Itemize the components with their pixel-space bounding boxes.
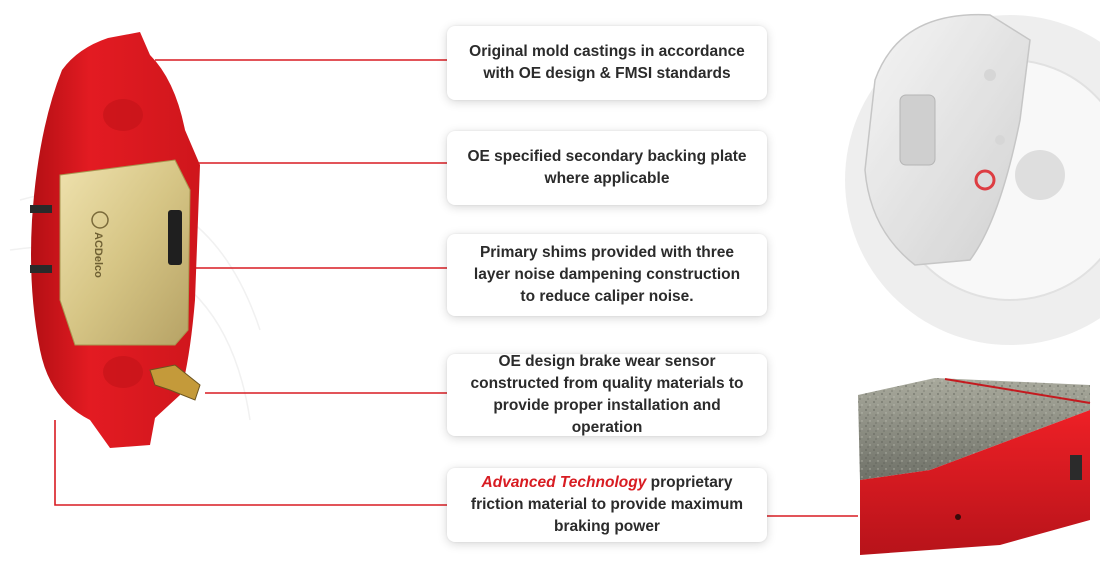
- feature-text: Original mold castings in accordance wit…: [469, 43, 745, 82]
- feature-text: Primary shims provided with three layer …: [473, 244, 741, 305]
- feature-text: Advanced Technology proprietary friction…: [470, 474, 744, 535]
- feature-card-backing-plate: OE specified secondary backing plate whe…: [447, 131, 767, 205]
- feature-text: OE design brake wear sensor constructed …: [470, 353, 744, 436]
- feature-card-primary-shims: Primary shims provided with three layer …: [447, 234, 767, 316]
- feature-card-friction-material: Advanced Technology proprietary friction…: [447, 468, 767, 542]
- caliper-image: [845, 13, 1100, 345]
- friction-block-image: [858, 378, 1091, 558]
- brake-pad-image: ACDelco: [30, 32, 201, 448]
- feature-card-mold-castings: Original mold castings in accordance wit…: [447, 26, 767, 100]
- connector-lines: [54, 59, 860, 517]
- plate-logo-text: ACDelco: [92, 232, 104, 278]
- feature-card-wear-sensor: OE design brake wear sensor constructed …: [447, 353, 767, 436]
- feature-text: OE specified secondary backing plate whe…: [467, 148, 747, 187]
- advanced-technology-highlight: Advanced Technology: [481, 474, 647, 491]
